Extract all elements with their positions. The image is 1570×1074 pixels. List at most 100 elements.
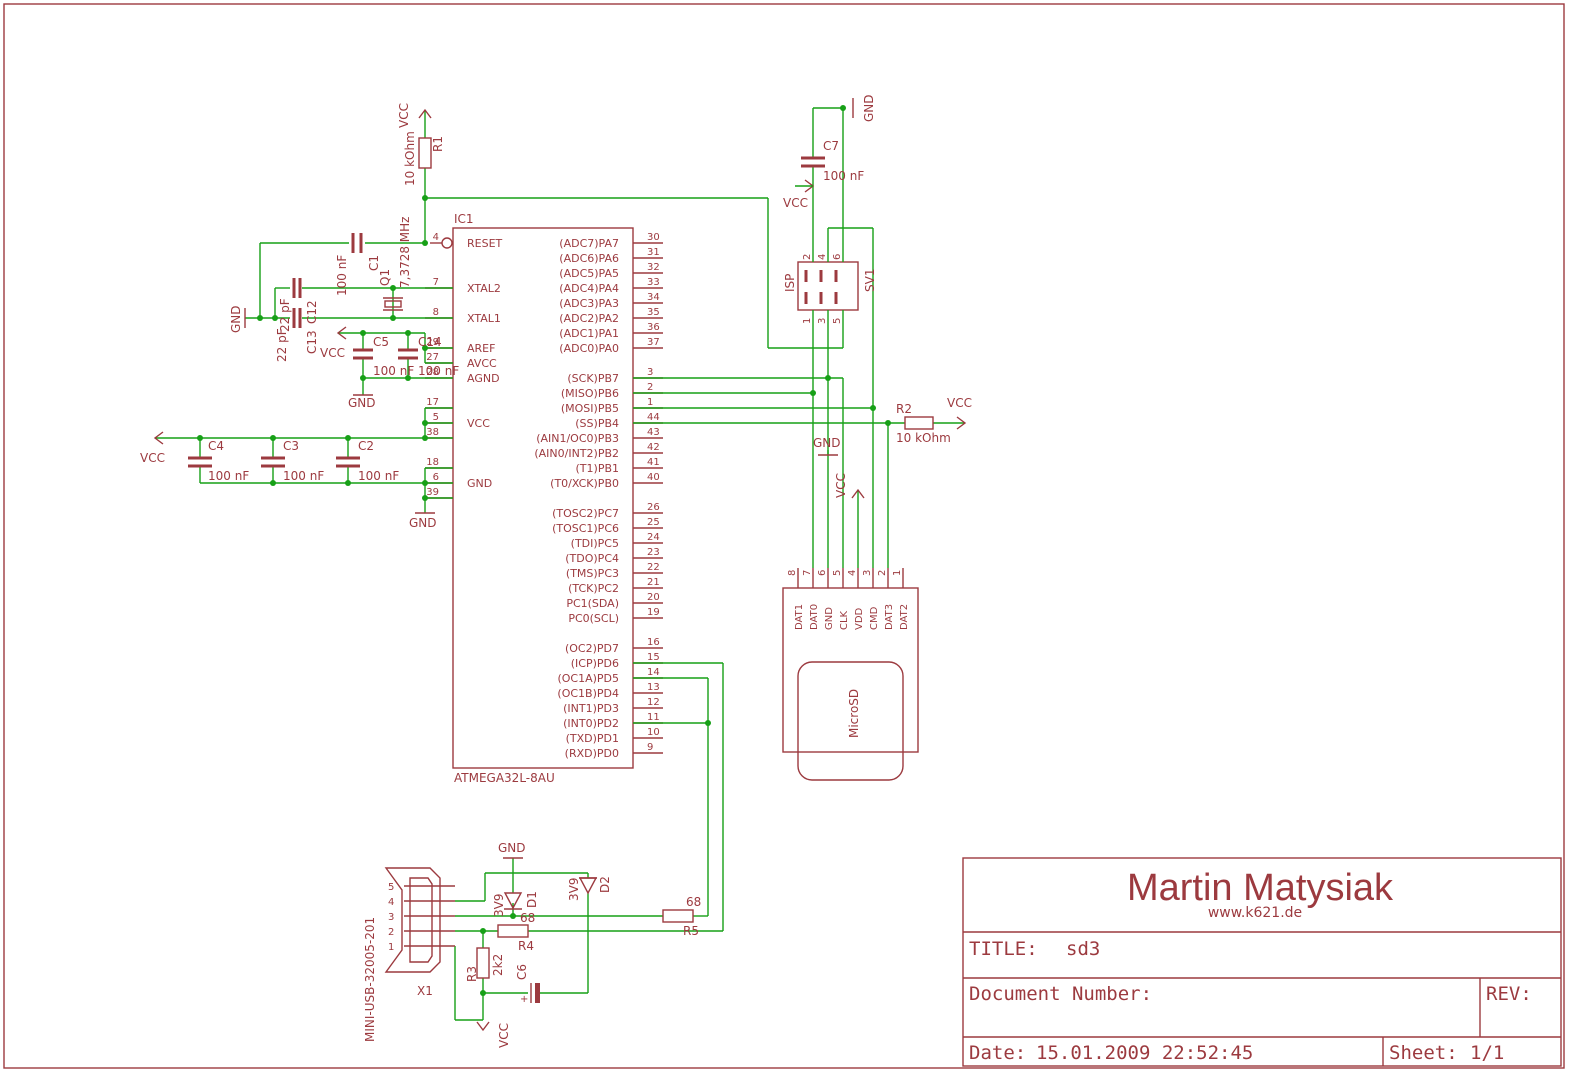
ic1-pin-number: 30 [647,232,660,243]
ic1-pin-number: 16 [647,637,660,648]
ic1-pin-label: (SS)PB4 [575,417,619,430]
ic1-pin-number: 21 [647,577,660,588]
gnd-label-c5: GND [348,396,376,410]
ic1-pin-label: (TCK)PC2 [568,582,619,595]
ic1-pin-number: 15 [647,652,660,663]
ic1-pin-label: (TOSC1)PC6 [552,522,619,535]
gnd-label-crystal: GND [229,305,243,333]
ic1-pin-number: 11 [647,712,660,723]
capacitor-c4: C4 100 nF [188,439,249,483]
r4-name: R4 [518,939,534,953]
microsd-pin-signal: DAT2 [899,604,910,630]
ic1-microcontroller: IC1 ATMEGA32L-8AU RESET4XTAL27XTAL18AREF… [425,212,663,785]
ic1-pin-number: 3 [647,367,653,378]
ic1-pin-label: (INT0)PD2 [563,717,619,730]
title-block: Martin Matysiak www.k621.de TITLE: sd3 D… [962,857,1562,1067]
microsd-pin-number: 5 [832,570,843,576]
c4-value: 100 nF [208,469,249,483]
ic1-pin-number: 28 [426,367,439,378]
r1-name: R1 [431,136,445,152]
ic1-pin-label: (ADC2)PA2 [559,312,619,325]
microsd-pin-signal: DAT1 [794,604,805,630]
ic1-pin-number: 13 [647,682,660,693]
c3-value: 100 nF [283,469,324,483]
c14-name: C14 [418,335,442,349]
capacitor-c2: C2 100 nF [336,439,399,483]
resistor-r5: 68 R5 [662,895,701,938]
ic1-pin-number: 34 [647,292,660,303]
c7-value: 100 nF [823,169,864,183]
ic1-pin-label: PC0(SCL) [568,612,619,625]
ic1-pin-label: VCC [467,417,490,430]
sheet-frame [3,3,1565,1069]
c7-name: C7 [823,139,839,153]
ic1-pin-number: 23 [647,547,660,558]
ic1-pin-label: (ADC7)PA7 [559,237,619,250]
ic1-pin-number: 14 [647,667,660,678]
ic1-pin-number: 12 [647,697,660,708]
title-label: TITLE: [969,938,1038,960]
microsd-pin-number: 6 [817,570,828,576]
resistor-r4: 68 R4 [497,911,535,953]
vcc-label-avcc: VCC [320,346,345,360]
gnd-label-usb: GND [498,841,526,855]
microsd-pin-number: 1 [892,570,903,576]
c4-name: C4 [208,439,224,453]
ic1-pin-label: (TOSC2)PC7 [552,507,619,520]
author-website: www.k621.de [1208,905,1302,921]
ic1-left-pins: RESET4XTAL27XTAL18AREF29AVCC27AGND28VCC1… [425,232,503,499]
ic1-pin-number: 4 [433,232,439,243]
ic1-pin-number: 31 [647,247,660,258]
title-value: sd3 [1066,938,1100,960]
ic1-pin-label: XTAL1 [467,312,501,325]
capacitor-c7: C7 100 nF [801,139,864,183]
sheet-label: Sheet: [1389,1042,1458,1064]
sheet-value: 1/1 [1470,1042,1504,1064]
vcc-arrow-usb [476,1021,490,1032]
vcc-label-bus: VCC [140,451,165,465]
ic1-pin-label: (ADC1)PA1 [559,327,619,340]
ic1-pin-label: (MISO)PB6 [561,387,619,400]
ic1-pin-number: 38 [426,427,439,438]
capacitor-c1: C1 100 nF [335,233,381,296]
ic1-pin-number: 22 [647,562,660,573]
ic1-pin-label: AVCC [467,357,497,370]
isp-name: ISP [783,274,797,292]
ic1-pin-number: 26 [647,502,660,513]
ic1-pin-label: (ADC5)PA5 [559,267,619,280]
gnd-label-sd: GND [813,436,841,450]
c5-name: C5 [373,335,389,349]
ic1-pin-label: (T0/XCK)PB0 [550,477,619,490]
power-symbols: VCC GND VCC GND VCC GND GND VCC VCC GND … [140,94,972,1048]
r3-value: 2k2 [491,954,505,976]
ic1-name: IC1 [454,212,474,226]
c13-value: 22 pF [275,328,289,362]
resistor-r3: R3 2k2 [465,947,505,982]
d2-value: 3V9 [567,878,581,901]
isp-header-sv1: ISP SV1 2 4 6 1 3 5 [783,254,877,324]
microsd-pin-signal: GND [824,607,835,630]
c2-value: 100 nF [358,469,399,483]
r5-name: R5 [683,924,699,938]
d1-name: D1 [525,891,539,908]
ic1-pin-number: 9 [647,742,653,753]
r2-name: R2 [896,402,912,416]
gnd-label-c7: GND [862,94,876,122]
ic1-pin-number: 1 [647,397,653,408]
vcc-label-sd: VCC [834,473,848,498]
isp-part: SV1 [863,269,877,292]
isp-pin-6: 6 [832,254,843,260]
gnd-label-bus: GND [409,516,437,530]
r3-name: R3 [465,966,479,982]
microsd-pin-number: 2 [877,570,888,576]
ic1-pin-number: 25 [647,517,660,528]
ic1-pin-number: 42 [647,442,660,453]
ic1-pin-label: (T1)PB1 [576,462,619,475]
microsd-name: MicroSD [847,689,861,738]
microsd-pin-signal: CLK [839,610,850,630]
ic1-pin-number: 33 [647,277,660,288]
ic1-pin-number: 40 [647,472,660,483]
